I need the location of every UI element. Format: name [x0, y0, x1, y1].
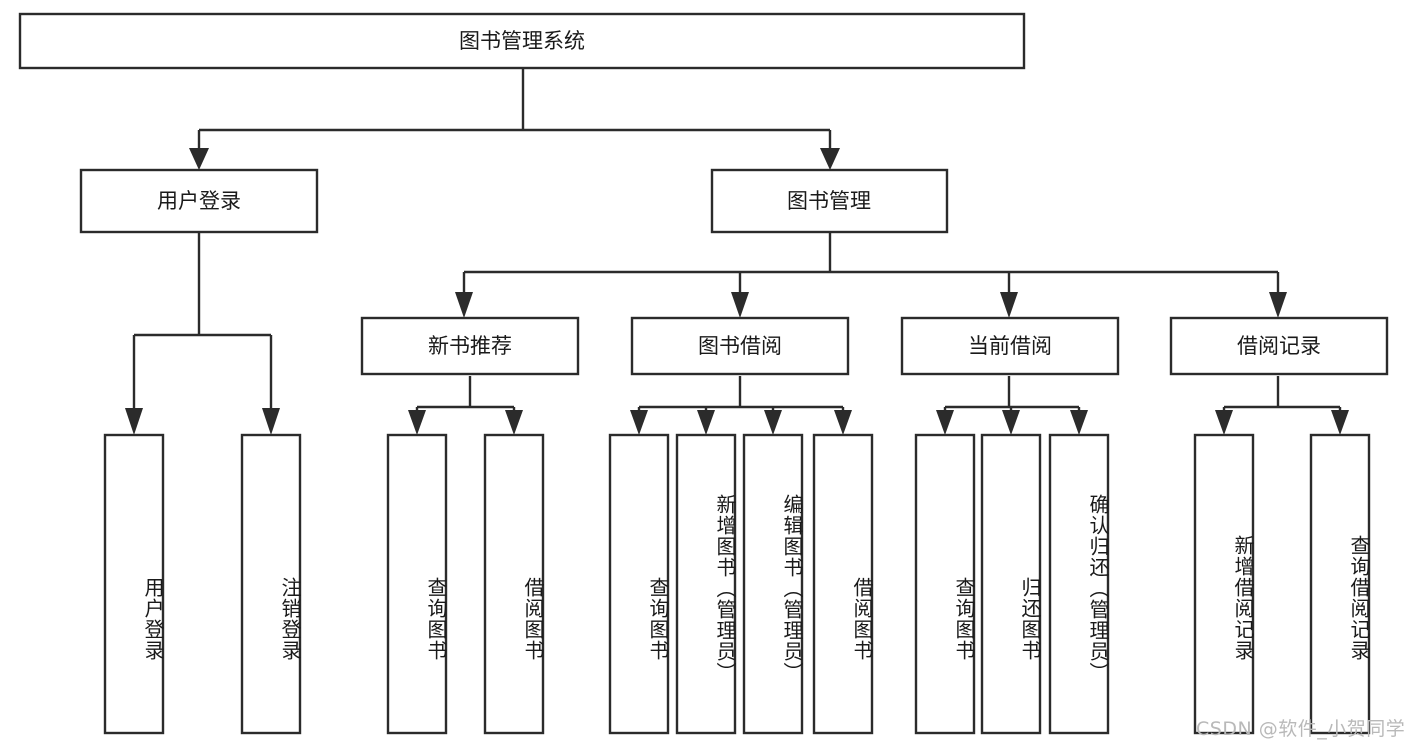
leaf-box-bookborrow-query[interactable]	[608, 433, 670, 735]
leaf-box-newbook-borrow[interactable]	[483, 433, 545, 735]
leaf-box-currentborrow-confirm[interactable]	[1048, 433, 1110, 735]
connector-group-bookmgmt-to-level2	[455, 232, 1287, 318]
node-box-current-borrow[interactable]	[900, 316, 1120, 376]
leaf-box-bookborrow-edit[interactable]	[742, 433, 804, 735]
arrow-head-leaf-bb-2	[697, 410, 715, 435]
node-label-current-borrow: 当前借阅	[968, 334, 1052, 358]
leaf-box-currentborrow-query[interactable]	[914, 433, 976, 735]
node-box-book-management[interactable]	[710, 168, 949, 234]
leaf-box-borrowrecord-query[interactable]	[1309, 433, 1371, 735]
node-label-borrow-record: 借阅记录	[1237, 334, 1321, 358]
leaf-box-newbook-query[interactable]	[386, 433, 448, 735]
leaf-box-currentborrow-return[interactable]	[980, 433, 1042, 735]
arrow-head-book-mgmt	[820, 148, 840, 170]
arrow-head-leaf-newbook-query	[408, 410, 426, 435]
arrow-head-borrow-record	[1269, 292, 1287, 318]
connector-group-currentborrow-to-leaves	[936, 376, 1088, 435]
node-box-user-login[interactable]	[79, 168, 319, 234]
arrow-head-leaf-cb-1	[936, 410, 954, 435]
arrow-head-leaf-cb-3	[1070, 410, 1088, 435]
node-label-new-book-recommend: 新书推荐	[428, 334, 512, 358]
arrow-head-leaf-user-login	[125, 408, 143, 435]
node-label-book-management: 图书管理	[787, 189, 871, 213]
arrow-head-leaf-newbook-borrow	[505, 410, 523, 435]
arrow-head-current-borrow	[1000, 292, 1018, 318]
arrow-head-leaf-br-1	[1215, 410, 1233, 435]
leaf-box-user-login-logout[interactable]	[240, 433, 302, 735]
arrow-head-user-login	[189, 148, 209, 170]
watermark-csdn: CSDN @软件_小贺同学	[1196, 718, 1405, 740]
connector-group-root-to-level1	[189, 68, 840, 170]
node-label-book-borrow: 图书借阅	[698, 334, 782, 358]
connector-group-newbook-to-leaves	[408, 376, 523, 435]
arrow-head-leaf-logout	[262, 408, 280, 435]
node-label-root: 图书管理系统	[459, 29, 585, 53]
arrow-head-leaf-bb-3	[764, 410, 782, 435]
connector-group-borrowrecord-to-leaves	[1215, 376, 1349, 435]
connector-group-userlogin-to-leaves	[125, 232, 280, 435]
leaf-box-bookborrow-borrow[interactable]	[812, 433, 874, 735]
leaf-box-user-login-login[interactable]	[103, 433, 165, 735]
leaf-box-borrowrecord-add[interactable]	[1193, 433, 1255, 735]
node-box-book-borrow[interactable]	[630, 316, 850, 376]
node-box-new-book-recommend[interactable]	[360, 316, 580, 376]
node-box-root[interactable]	[18, 12, 1026, 70]
arrow-head-new-book	[455, 292, 473, 318]
node-label-user-login: 用户登录	[157, 189, 241, 213]
node-box-borrow-record[interactable]	[1169, 316, 1389, 376]
leaf-box-bookborrow-add[interactable]	[675, 433, 737, 735]
connector-group-bookborrow-to-leaves	[630, 376, 852, 435]
arrow-head-book-borrow	[731, 292, 749, 318]
arrow-head-leaf-bb-1	[630, 410, 648, 435]
arrow-head-leaf-br-2	[1331, 410, 1349, 435]
arrow-head-leaf-cb-2	[1002, 410, 1020, 435]
arrow-head-leaf-bb-4	[834, 410, 852, 435]
